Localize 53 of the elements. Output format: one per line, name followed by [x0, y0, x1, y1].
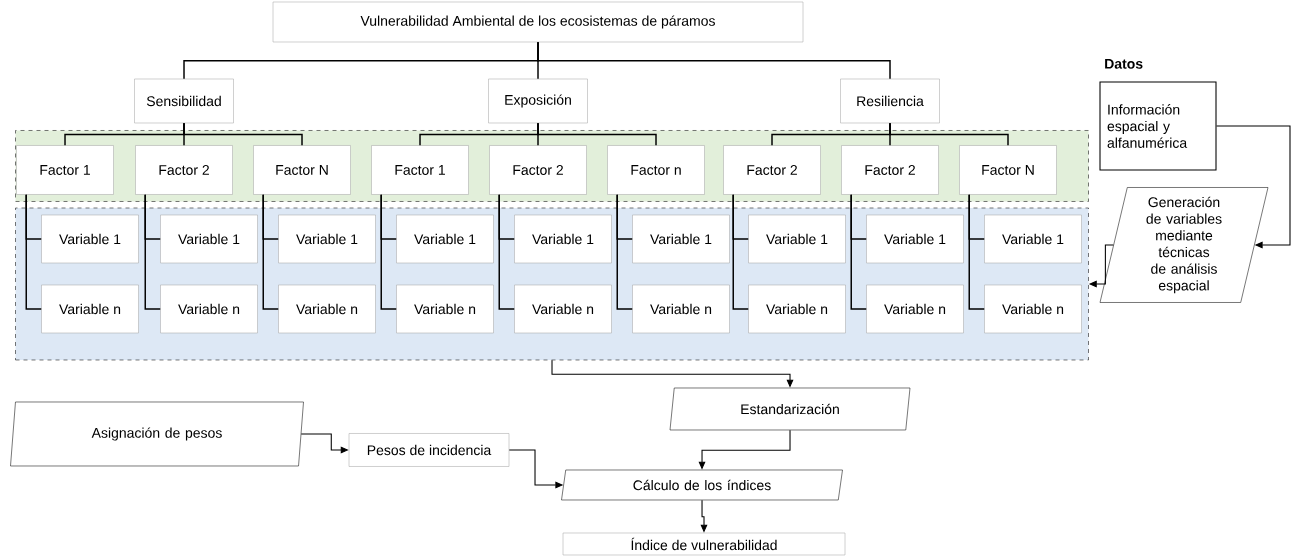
heading: Datos — [1105, 59, 1143, 69]
factor-box: Factor 1 — [371, 145, 469, 195]
connector-line — [25, 194, 42, 310]
connector-line — [616, 194, 633, 310]
variable-box: Variable 1 — [748, 214, 846, 264]
variable-box: Variable n — [866, 284, 964, 334]
variable-box: Variable 1 — [396, 214, 494, 264]
process-parallelogram: Estandarización — [669, 387, 911, 431]
connector-line — [498, 194, 515, 310]
title-box: Vulnerabilidad Ambiental de los ecosistemas de páramos — [272, 1, 804, 43]
variable-box: Variable 1 — [632, 214, 730, 264]
variable-box: Variable n — [632, 284, 730, 334]
connector-line — [537, 41, 891, 80]
variable-box: Variable 1 — [160, 214, 258, 264]
variable-box: Variable 1 — [866, 214, 964, 264]
variable-box: Variable n — [278, 284, 376, 334]
data-box: Información espacial y alfanumérica — [1099, 81, 1217, 171]
variable-box: Variable n — [160, 284, 258, 334]
connector-line — [850, 194, 867, 310]
category-box: Sensibilidad — [134, 78, 234, 124]
connector-line — [889, 122, 1009, 146]
factor-box: Factor 2 — [135, 145, 233, 195]
connector-line — [732, 194, 749, 310]
process-box: Índice de vulnerabilidad — [562, 532, 846, 556]
connector-line — [380, 194, 397, 310]
connector-line — [537, 122, 657, 146]
variable-box: Variable 1 — [41, 214, 139, 264]
factor-box: Factor 2 — [841, 145, 939, 195]
variable-box: Variable n — [984, 284, 1082, 334]
connector-line — [183, 122, 303, 146]
factor-box: Factor 2 — [723, 145, 821, 195]
factor-box: Factor 1 — [16, 145, 114, 195]
factor-box: Factor n — [607, 145, 705, 195]
variable-box: Variable 1 — [278, 214, 376, 264]
connector-line — [262, 194, 279, 310]
variable-box: Variable n — [396, 284, 494, 334]
variable-box: Variable n — [514, 284, 612, 334]
variable-box: Variable n — [748, 284, 846, 334]
process-parallelogram: Generación de variables mediante técnicas de análisis espacial — [1099, 187, 1269, 303]
connector-line — [968, 194, 985, 310]
connector-line — [144, 194, 161, 310]
process-parallelogram: Asignación de pesos — [10, 401, 304, 467]
variable-box: Variable n — [41, 284, 139, 334]
category-box: Resiliencia — [840, 78, 940, 124]
factor-box: Factor N — [253, 145, 351, 195]
factor-box: Factor 2 — [489, 145, 587, 195]
category-box: Exposición — [488, 78, 588, 124]
process-parallelogram: Cálculo de los índices — [561, 469, 843, 501]
variable-box: Variable 1 — [984, 214, 1082, 264]
factor-box: Factor N — [959, 145, 1057, 195]
variable-box: Variable 1 — [514, 214, 612, 264]
process-box: Pesos de incidencia — [348, 433, 510, 467]
arrow — [1216, 125, 1291, 249]
